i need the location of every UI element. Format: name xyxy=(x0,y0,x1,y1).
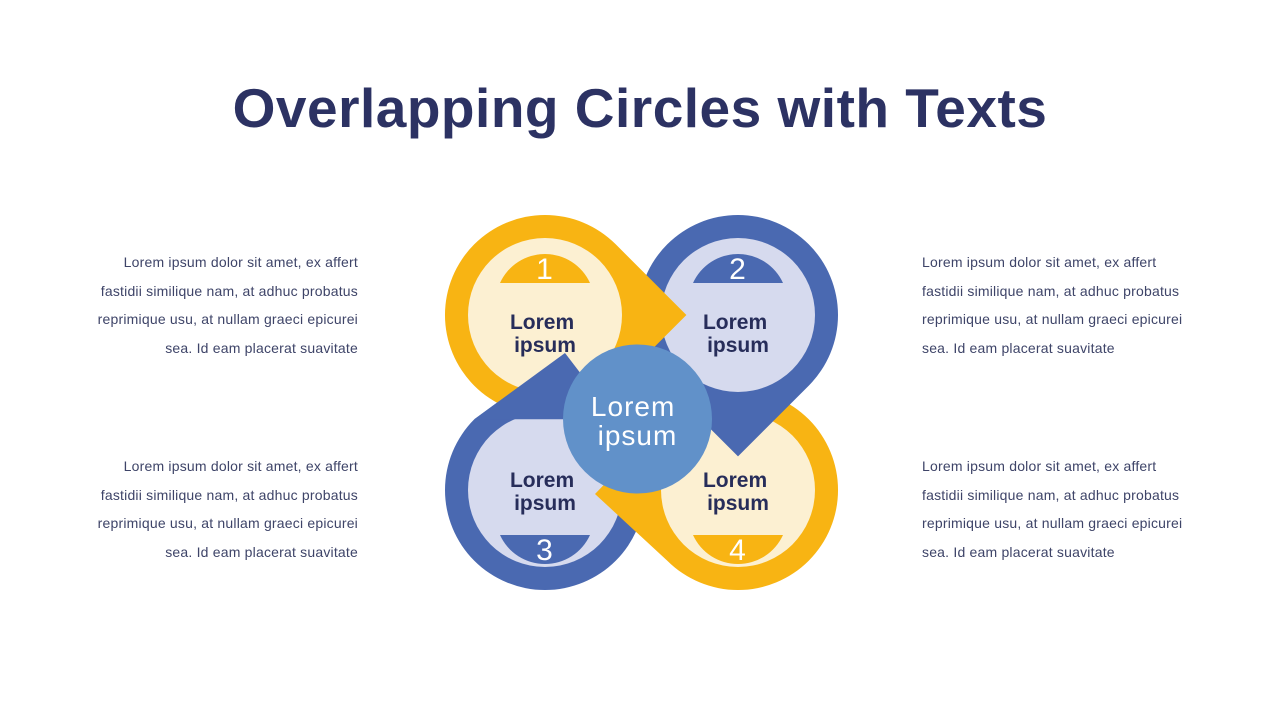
circle-3-label: Lorem ipsum xyxy=(510,469,580,515)
text-line: fastidii similique nam, at adhuc probatu… xyxy=(100,282,358,299)
badge-4-number: 4 xyxy=(729,534,747,567)
text-block-bottom-left: Lorem ipsum dolor sit amet, ex affert fa… xyxy=(78,452,358,566)
text-line: reprimique usu, at nullam graeci epicure… xyxy=(922,311,1183,328)
text-line: fastidii similique nam, at adhuc probatu… xyxy=(100,486,358,503)
badge-3 xyxy=(500,535,590,565)
circle-1-label-line: ipsum xyxy=(514,334,576,357)
text-line: reprimique usu, at nullam graeci epicure… xyxy=(97,311,358,328)
badge-4 xyxy=(693,535,783,565)
text-line: reprimique usu, at nullam graeci epicure… xyxy=(97,515,358,532)
circle-2-label-line: Lorem xyxy=(703,311,767,334)
badge-1-number: 1 xyxy=(536,253,554,286)
circle-1-label-line: Lorem xyxy=(510,311,574,334)
text-line: sea. Id eam placerat suavitate xyxy=(922,339,1115,356)
text-line: fastidii similique nam, at adhuc probatu… xyxy=(922,486,1180,503)
circle-3-label-line: ipsum xyxy=(514,492,576,515)
badge-1 xyxy=(500,253,590,283)
circle-1-label: Lorem ipsum xyxy=(510,311,580,357)
text-line: Lorem ipsum dolor sit amet, ex affert xyxy=(123,254,358,270)
badge-3-number: 3 xyxy=(536,534,554,567)
badge-2-number: 2 xyxy=(729,253,747,286)
text-block-top-left: Lorem ipsum dolor sit amet, ex affert fa… xyxy=(78,248,358,362)
text-line: Lorem ipsum dolor sit amet, ex affert xyxy=(123,458,358,474)
center-label-line: ipsum xyxy=(598,420,678,451)
circle-2-label-line: ipsum xyxy=(707,334,769,357)
text-block-top-right: Lorem ipsum dolor sit amet, ex affert fa… xyxy=(922,248,1202,362)
circle-4-label-line: Lorem xyxy=(703,469,767,492)
text-line: Lorem ipsum dolor sit amet, ex affert xyxy=(922,254,1157,270)
text-line: Lorem ipsum dolor sit amet, ex affert xyxy=(922,458,1157,474)
text-block-bottom-right: Lorem ipsum dolor sit amet, ex affert fa… xyxy=(922,452,1202,566)
center-circle xyxy=(563,344,712,494)
center-label-line: Lorem xyxy=(591,391,675,422)
badge-2 xyxy=(693,253,783,283)
circle-4-label-line: ipsum xyxy=(707,492,769,515)
text-line: sea. Id eam placerat suavitate xyxy=(165,543,358,560)
center-label: Lorem ipsum xyxy=(591,391,684,451)
circle-2-label: Lorem ipsum xyxy=(703,311,773,357)
circle-3-label-line: Lorem xyxy=(510,469,574,492)
text-line: sea. Id eam placerat suavitate xyxy=(165,339,358,356)
text-line: sea. Id eam placerat suavitate xyxy=(922,543,1115,560)
slide-title: Overlapping Circles with Texts xyxy=(232,77,1048,139)
circle-4-label: Lorem ipsum xyxy=(703,469,773,515)
text-line: fastidii similique nam, at adhuc probatu… xyxy=(922,282,1180,299)
text-line: reprimique usu, at nullam graeci epicure… xyxy=(922,515,1183,532)
